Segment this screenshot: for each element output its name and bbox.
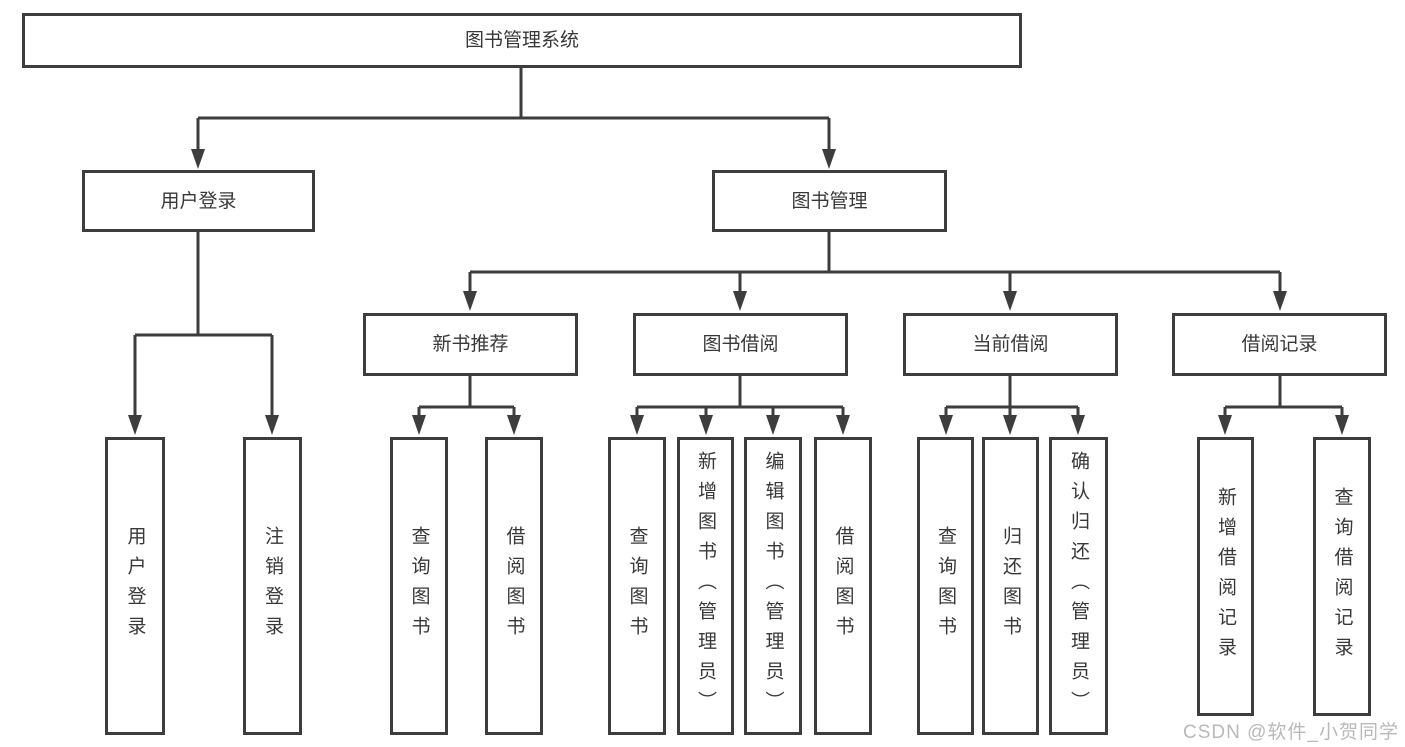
leaf-add-book-admin: 新增图书（管理员） bbox=[677, 437, 734, 735]
node-label: 新增借阅记录 bbox=[1215, 486, 1236, 667]
leaf-borrow-books-borrowing: 借阅图书 bbox=[814, 437, 872, 735]
leaf-query-borrow-record: 查询借阅记录 bbox=[1313, 437, 1371, 716]
connector-root-to-level2 bbox=[191, 68, 836, 169]
node-label: 用户登录 bbox=[160, 190, 237, 212]
arrowhead-icon bbox=[1335, 415, 1349, 435]
node-label: 借阅记录 bbox=[1241, 334, 1318, 355]
arrowhead-icon bbox=[822, 149, 836, 169]
arrowhead-icon bbox=[1218, 415, 1232, 435]
node-label: 新增图书（管理员） bbox=[695, 451, 716, 721]
connector-current-borrowing bbox=[939, 376, 1085, 435]
arrowhead-icon bbox=[1071, 415, 1085, 435]
node-label: 当前借阅 bbox=[972, 334, 1049, 355]
leaf-query-books-borrowing: 查询图书 bbox=[608, 437, 666, 735]
arrowhead-icon bbox=[463, 291, 477, 311]
node-label: 用户登录 bbox=[124, 526, 146, 646]
arrowhead-icon bbox=[630, 415, 644, 435]
arrowhead-icon bbox=[1003, 415, 1017, 435]
node-label: 图书借阅 bbox=[702, 334, 779, 355]
arrowhead-icon bbox=[733, 291, 747, 311]
leaf-add-borrow-record: 新增借阅记录 bbox=[1197, 437, 1254, 716]
leaf-logout-login: 注销登录 bbox=[243, 437, 302, 735]
node-label: 确认归还（管理员） bbox=[1068, 451, 1089, 721]
node-label: 新书推荐 bbox=[432, 334, 509, 355]
connector-user-login-branch bbox=[128, 232, 279, 435]
arrowhead-icon bbox=[766, 415, 780, 435]
node-label: 查询借阅记录 bbox=[1331, 486, 1353, 667]
node-label: 编辑图书（管理员） bbox=[762, 451, 784, 721]
arrowhead-icon bbox=[1273, 291, 1287, 311]
arrowhead-icon bbox=[507, 415, 521, 435]
node-label: 图书管理 bbox=[791, 190, 868, 212]
leaf-user-login: 用户登录 bbox=[105, 437, 165, 735]
node-label: 借阅图书 bbox=[832, 526, 854, 646]
node-label: 图书管理系统 bbox=[464, 30, 579, 51]
node-label: 查询图书 bbox=[935, 526, 956, 646]
leaf-query-books-current: 查询图书 bbox=[917, 437, 974, 735]
node-book-management-branch: 图书管理 bbox=[712, 170, 947, 232]
node-current-borrowing: 当前借阅 bbox=[903, 313, 1118, 376]
arrowhead-icon bbox=[265, 415, 279, 435]
connector-borrowing-records bbox=[1218, 376, 1349, 435]
arrowhead-icon bbox=[836, 415, 850, 435]
node-borrowing-records: 借阅记录 bbox=[1172, 313, 1387, 376]
connector-new-book-recommend bbox=[412, 376, 521, 435]
node-book-borrowing: 图书借阅 bbox=[633, 313, 848, 376]
arrowhead-icon bbox=[412, 415, 426, 435]
node-label: 查询图书 bbox=[408, 526, 430, 646]
leaf-return-books: 归还图书 bbox=[982, 437, 1039, 735]
node-new-book-recommend: 新书推荐 bbox=[363, 313, 578, 376]
leaf-borrow-books-recommend: 借阅图书 bbox=[485, 437, 543, 735]
arrowhead-icon bbox=[191, 149, 205, 169]
connector-book-borrowing bbox=[630, 376, 850, 435]
arrowhead-icon bbox=[939, 415, 953, 435]
node-label: 查询图书 bbox=[626, 526, 648, 646]
node-label: 归还图书 bbox=[1000, 526, 1021, 646]
leaf-confirm-return-admin: 确认归还（管理员） bbox=[1049, 437, 1108, 735]
node-label: 注销登录 bbox=[262, 526, 283, 646]
leaf-query-books-recommend: 查询图书 bbox=[390, 437, 448, 735]
node-library-management-system: 图书管理系统 bbox=[22, 13, 1022, 68]
arrowhead-icon bbox=[699, 415, 713, 435]
watermark: CSDN @软件_小贺同学 bbox=[1183, 722, 1399, 743]
node-label: 借阅图书 bbox=[503, 526, 525, 646]
arrowhead-icon bbox=[1003, 291, 1017, 311]
leaf-edit-book-admin: 编辑图书（管理员） bbox=[744, 437, 802, 735]
arrowhead-icon bbox=[128, 415, 142, 435]
connector-book-management-branch bbox=[463, 232, 1287, 311]
node-user-login-branch: 用户登录 bbox=[82, 170, 315, 232]
